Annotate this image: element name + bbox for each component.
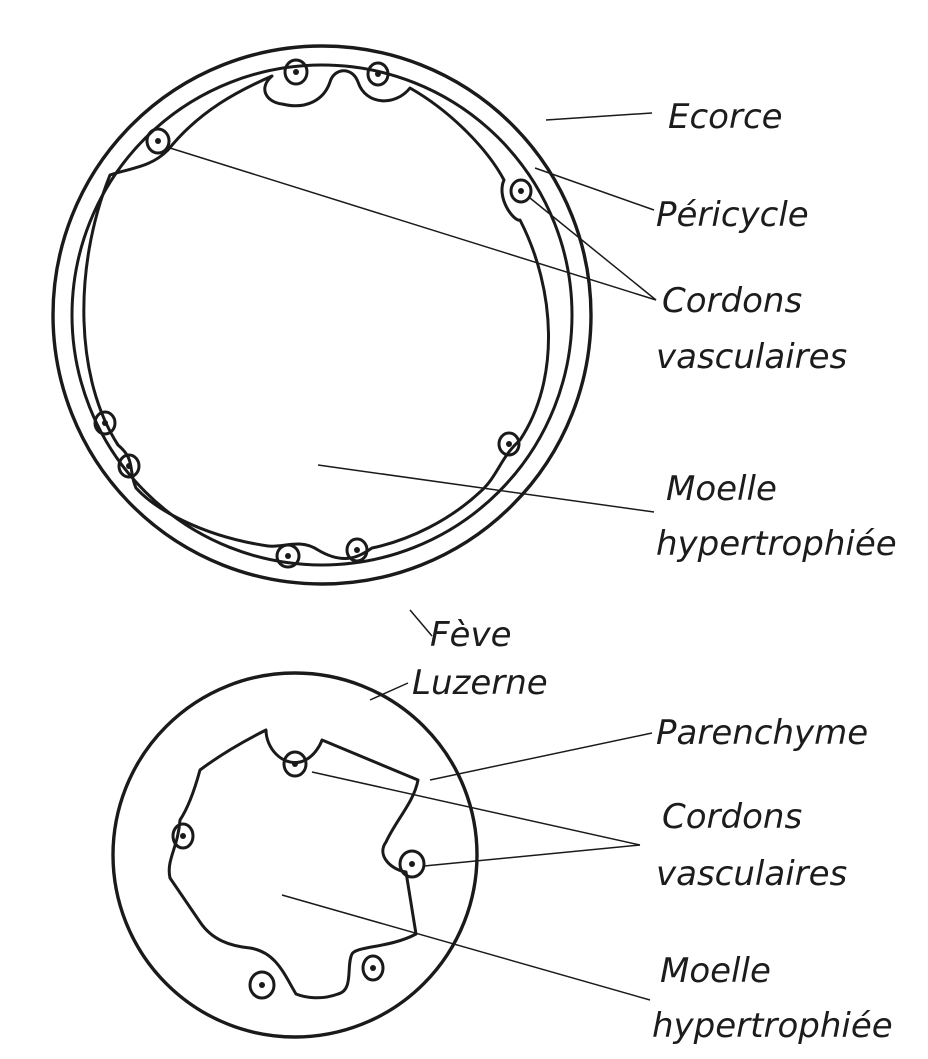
feve-inner-pith-boundary — [84, 71, 549, 559]
labels: Ecorce Péricycle Cordons vasculaires Moe… — [412, 97, 897, 1046]
label-ecorce: Ecorce — [668, 97, 783, 137]
feve-vascular-bundles — [95, 60, 531, 567]
label-cordons-upper: Cordons — [662, 281, 802, 321]
feve-section — [53, 46, 656, 636]
vascular-bundle — [250, 972, 274, 998]
label-hypertrophiee-upper: hypertrophiée — [656, 524, 897, 564]
luzerne-leader-lines — [282, 683, 652, 1000]
feve-outer-epidermis — [53, 46, 591, 584]
label-cordons-lower: Cordons — [662, 797, 802, 837]
label-luzerne: Luzerne — [412, 663, 548, 703]
label-pericycle: Péricycle — [656, 195, 809, 235]
vascular-bundle — [285, 60, 307, 84]
label-hypertrophiee-lower: hypertrophiée — [652, 1006, 893, 1046]
vascular-bundle — [511, 180, 531, 202]
label-vasculaires-lower: vasculaires — [656, 854, 847, 894]
label-moelle-lower: Moelle — [660, 951, 771, 991]
vascular-bundle — [363, 956, 383, 980]
vascular-bundle — [147, 129, 169, 153]
vascular-bundle — [400, 851, 424, 877]
label-moelle-upper: Moelle — [666, 469, 777, 509]
label-parenchyme: Parenchyme — [656, 713, 868, 753]
luzerne-section — [113, 673, 652, 1037]
label-feve: Fève — [430, 615, 512, 655]
luzerne-inner-pith-boundary — [169, 730, 418, 998]
label-vasculaires-upper: vasculaires — [656, 337, 847, 377]
vascular-bundle — [284, 752, 306, 776]
